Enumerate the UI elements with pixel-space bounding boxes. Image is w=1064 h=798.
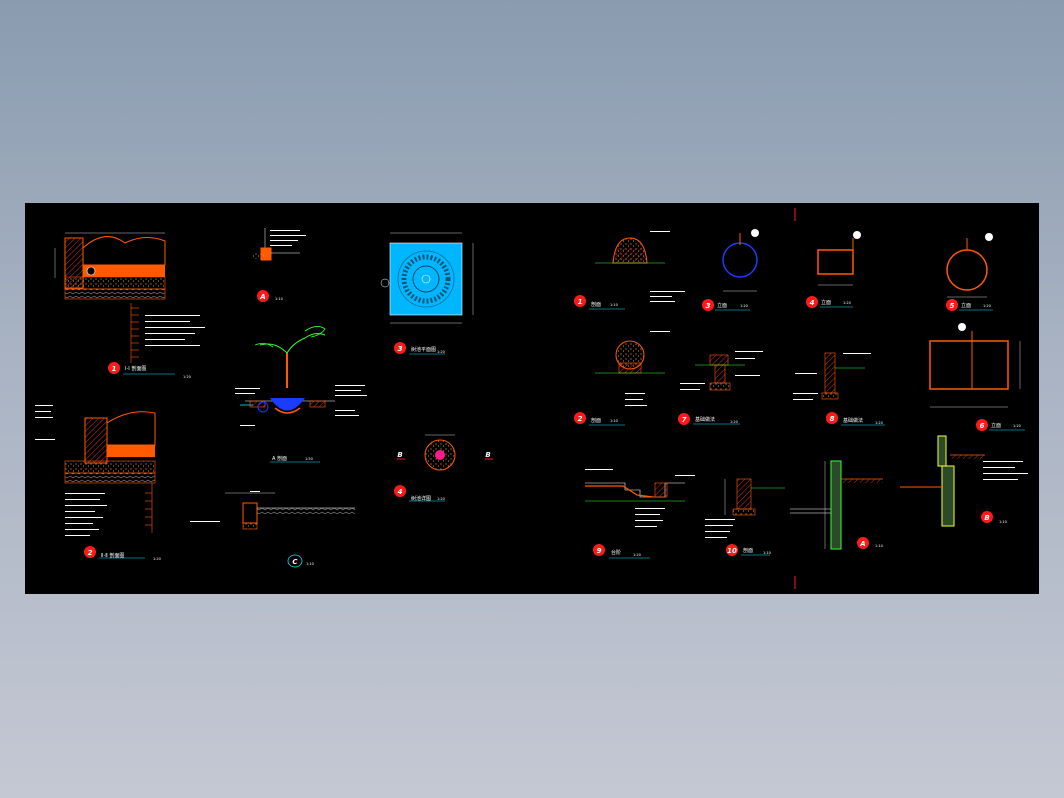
right-detail-7: 7 基础做法 1:20 [678,351,763,425]
detail-2-number: 2 [88,549,93,557]
right-detail-4-caption: 立面 [821,299,831,306]
right-detail-9-steps: 9 台阶 1:20 [585,469,695,559]
detail-1-caption: Ⅰ-Ⅰ 剖面图 [125,365,146,372]
right-detail-3-number: 3 [706,302,711,310]
right-detail-1-scale: 1:10 [610,303,618,307]
right-detail-1-caption: 剖面 [591,301,601,308]
right-detail-3: 3 立面 1:20 [702,229,759,311]
section-mark-B-left: B [397,451,402,459]
detail-C-number: C [292,558,298,566]
right-detail-8: 8 基础做法 1:20 [793,352,885,426]
right-detail-B-wall: B 1:10 [900,435,1028,527]
detail-C-scale: 1:10 [306,562,314,566]
detail-4-number: 4 [398,488,403,496]
detail-2-caption: Ⅱ-Ⅱ 剖面图 [101,552,124,559]
detail-2-scale: 1:20 [153,557,161,561]
detail-4-caption: 树池详图 [411,495,431,502]
right-detail-B-scale: 1:10 [999,520,1007,524]
detail-C-section: C 1:10 [190,491,355,568]
section-mark-B-right: B [485,451,490,459]
right-detail-8-caption: 基础做法 [843,417,863,424]
right-detail-6-caption: 立面 [991,422,1001,429]
detail-1-section: 1 Ⅰ-Ⅰ 剖面图 1:20 [54,232,205,379]
right-detail-2-scale: 1:10 [610,419,618,423]
right-detail-6-number: 6 [980,422,985,430]
detail-3-number: 3 [398,345,403,353]
right-detail-6: 6 立面 1:20 [929,323,1025,431]
right-detail-9-caption: 台阶 [611,549,621,556]
detail-A-small: A 1:10 [253,228,306,302]
detail-3-scale: 1:20 [437,350,445,354]
right-detail-1-number: 1 [578,298,583,306]
tree-section-scale: 1:50 [305,457,313,461]
right-detail-5-number: 5 [950,302,955,310]
right-detail-7-scale: 1:20 [730,420,738,424]
detail-4-grate: B B 4 树池详图 1:20 [394,434,493,502]
right-detail-5-caption: 立面 [961,302,971,309]
right-detail-10-caption: 剖面 [743,547,753,554]
detail-A-scale: 1:10 [275,297,283,301]
right-detail-3-scale: 1:20 [740,304,748,308]
right-detail-4-number: 4 [810,299,815,307]
right-detail-9-number: 9 [597,547,602,555]
detail-4-scale: 1:20 [437,497,445,501]
right-detail-4: 4 立面 1:20 [806,231,861,308]
right-detail-A-scale: 1:10 [875,544,883,548]
right-detail-3-caption: 立面 [717,302,727,309]
right-detail-A-wall: A 1:10 [790,460,883,550]
detail-1-marker [108,362,120,374]
right-detail-10-scale: 1:10 [763,551,771,555]
right-detail-7-number: 7 [682,416,687,424]
right-detail-2: 2 剖面 1:10 [574,331,670,426]
right-detail-7-caption: 基础做法 [695,416,715,423]
drawing-canvas: 1 Ⅰ-Ⅰ 剖面图 1:20 2 Ⅱ-Ⅱ 剖面图 1:20 [35,208,1028,589]
right-detail-9-scale: 1:20 [633,553,641,557]
detail-3-caption: 树池平面图 [411,346,436,353]
right-detail-2-caption: 剖面 [591,417,601,424]
detail-3-tree-pool-plan: 3 树池平面图 1:20 [380,232,474,355]
right-detail-8-number: 8 [830,415,835,423]
right-detail-A-number: A [859,540,865,548]
right-detail-8-scale: 1:20 [875,421,883,425]
right-detail-2-number: 2 [578,415,583,423]
right-detail-4-scale: 1:20 [843,301,851,305]
right-detail-10-number: 10 [727,547,737,555]
detail-A-number: A [259,293,265,301]
right-detail-6-scale: 1:20 [1013,424,1021,428]
right-detail-5: 5 立面 1:20 [946,233,993,311]
detail-tree-section: A 剖面 1:50 [235,326,367,463]
right-detail-5-scale: 1:20 [983,304,991,308]
right-detail-1: 1 剖面 1:10 [574,231,685,310]
detail-2-section: 2 Ⅱ-Ⅱ 剖面图 1:20 [35,405,161,561]
detail-1-number: 1 [112,365,117,373]
detail-1-scale: 1:20 [183,375,191,379]
right-detail-B-number: B [984,514,989,522]
right-detail-10: 10 剖面 1:10 [705,478,785,556]
cad-drawing-sheet: 1 Ⅰ-Ⅰ 剖面图 1:20 2 Ⅱ-Ⅱ 剖面图 1:20 [25,203,1039,594]
tree-section-caption: A 剖面 [272,455,287,462]
